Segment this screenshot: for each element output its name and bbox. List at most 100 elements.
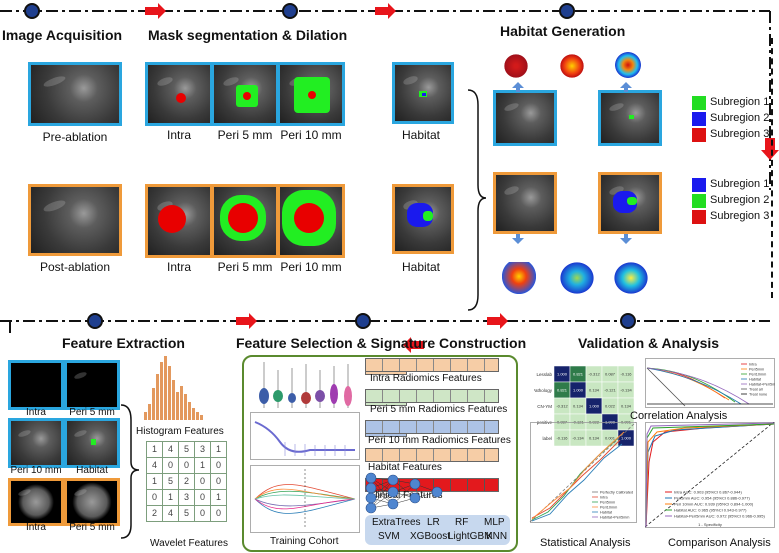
dca-line <box>647 368 729 400</box>
dca-legend-label: Intra <box>749 363 757 367</box>
nn-node <box>388 475 398 485</box>
legend-pre-label-3: Subregion 3 <box>710 128 769 140</box>
nn-node <box>366 493 376 503</box>
ct-mask-intra-post <box>145 184 213 258</box>
corr-value: -0.312 <box>556 404 568 409</box>
label-statistical-analysis: Statistical Analysis <box>540 537 630 549</box>
feature-set-label-intra: Intra Radiomics Features <box>370 373 482 384</box>
texture-cell: 4 <box>146 457 163 474</box>
corr-value: 1.000 <box>573 388 584 393</box>
corr-value: 1.000 <box>557 372 568 377</box>
texture-cell: 1 <box>210 441 227 458</box>
legend-post-label-3: Subregion 3 <box>710 210 769 222</box>
dca-line <box>647 368 725 398</box>
label-habitat-post: Habitat <box>390 260 452 274</box>
roc-plot: Intra AUC: 0.903 (95%CI 0.867-0.944)Peri… <box>645 422 775 530</box>
texture-cell: 0 <box>162 457 179 474</box>
alg-xgboost: XGBoost <box>410 531 450 542</box>
fe-peri10-pre <box>8 418 64 468</box>
nn-node <box>366 473 376 483</box>
title-feature-selection: Feature Selection & Signature Constructi… <box>236 335 526 351</box>
roc-legend-label: Habitat AUC: 0.965 (95%CI 0.943-0.977) <box>674 508 747 513</box>
title-feature-extraction: Feature Extraction <box>62 335 185 351</box>
ct-mask-peri10-post <box>277 184 345 258</box>
texture-cell: 3 <box>194 441 211 458</box>
texture-cell: 1 <box>210 489 227 506</box>
label-pre-ablation: Pre-ablation <box>28 130 122 144</box>
title-habitat-generation: Habitat Generation <box>500 23 625 39</box>
dca-legend-label: Peri10mm <box>749 373 766 377</box>
corr-value: -0.121 <box>604 388 616 393</box>
nn-node <box>410 493 420 503</box>
legend-post-swatch-2 <box>692 194 706 208</box>
texture-cell: 2 <box>178 473 195 490</box>
fe-intra-pre <box>8 360 64 410</box>
heatmap-pre-3 <box>614 50 642 80</box>
texture-cell: 0 <box>210 505 227 522</box>
label-mask-intra: Intra <box>145 128 213 142</box>
dca-line <box>647 368 749 404</box>
texture-cell: 0 <box>210 457 227 474</box>
calib-legend-label: Perfectly Calibrated <box>600 491 633 495</box>
legend-pre-label-2: Subregion 2 <box>710 112 769 124</box>
alg-lr: LR <box>427 517 440 528</box>
title-validation: Validation & Analysis <box>578 335 719 351</box>
texture-cell: 5 <box>162 473 179 490</box>
texture-cell: 0 <box>146 489 163 506</box>
corr-row-label: Lesslab <box>536 372 552 377</box>
heatmap-post-1 <box>502 262 536 294</box>
fe-label-intra-pre: Intra <box>8 407 64 418</box>
nn-node <box>410 479 420 489</box>
alg-mlp: MLP <box>484 517 505 528</box>
label-training-cohort: Training Cohort <box>270 536 339 547</box>
label-histogram-features: Histogram Features <box>136 426 224 437</box>
dca-line <box>647 368 735 402</box>
corr-value: -0.116 <box>620 372 632 377</box>
ct-mask-intra-pre <box>145 62 213 126</box>
histogram-graphic <box>140 352 220 422</box>
label-mask-peri10-post: Peri 10 mm <box>277 260 345 274</box>
texture-cell: 5 <box>178 505 195 522</box>
label-comparison-analysis: Comparison Analysis <box>668 537 771 549</box>
fe-habitat-pre <box>64 418 120 468</box>
habitat-arrows <box>490 78 660 253</box>
label-mask-peri5: Peri 5 mm <box>211 128 279 142</box>
legend-pre-swatch-2 <box>692 112 706 126</box>
ct-habitat-post <box>392 184 454 254</box>
texture-cell: 5 <box>178 441 195 458</box>
ct-post-ablation <box>28 184 122 256</box>
fe-label-habitat-pre: Habitat <box>64 465 120 476</box>
roc-legend-label: Peri5mm AUC: 0.954 (95%CI 0.886-0.977) <box>674 496 750 501</box>
title-image-acquisition: Image Acquisition <box>2 27 122 43</box>
texture-matrix: 1 4 5 3 1 4 0 0 1 0 1 5 2 0 0 0 1 3 0 1 … <box>146 441 231 526</box>
roc-legend-label: Habitat+Peri5mm AUC: 0.972 (95%CI 0.966-… <box>674 514 765 519</box>
texture-cell: 1 <box>146 473 163 490</box>
alg-extratrees: ExtraTrees <box>372 517 421 528</box>
title-mask-segmentation: Mask segmentation & Dilation <box>148 27 347 43</box>
nn-node <box>432 487 442 497</box>
calibration-plot: Perfectly CalibratedIntraPeri5mmPeri10mm… <box>520 422 638 530</box>
feature-set-label-peri5: Peri 5 mm Radiomics Features <box>370 404 507 415</box>
nn-node <box>366 503 376 513</box>
roc-x-label: 1 - Specificity <box>698 522 722 527</box>
dca-legend-label: Peri5mm <box>749 368 764 372</box>
legend-post-label-2: Subregion 2 <box>710 194 769 206</box>
corr-value: 0.821 <box>557 388 568 393</box>
feature-set-strip-peri10 <box>365 420 499 434</box>
corr-value: 1.000 <box>589 404 600 409</box>
texture-cell: 4 <box>162 441 179 458</box>
corr-value: 0.134 <box>589 388 600 393</box>
nn-node <box>388 487 398 497</box>
nn-node <box>388 499 398 509</box>
corr-row-label: Pathology <box>534 388 553 393</box>
feature-set-strip-habitat-peach <box>365 448 499 462</box>
alg-svm: SVM <box>378 531 400 542</box>
label-mask-peri10: Peri 10 mm <box>277 128 345 142</box>
texture-cell: 1 <box>146 441 163 458</box>
dca-legend-label: Habitat <box>749 378 762 382</box>
feature-set-label-peri10-b: Peri 10 mm Radiomics Features <box>368 435 511 446</box>
heatmap-post-2 <box>560 262 594 294</box>
neural-network-graphic <box>365 470 445 520</box>
texture-cell: 0 <box>178 457 195 474</box>
ct-mask-peri5-pre <box>211 62 279 126</box>
